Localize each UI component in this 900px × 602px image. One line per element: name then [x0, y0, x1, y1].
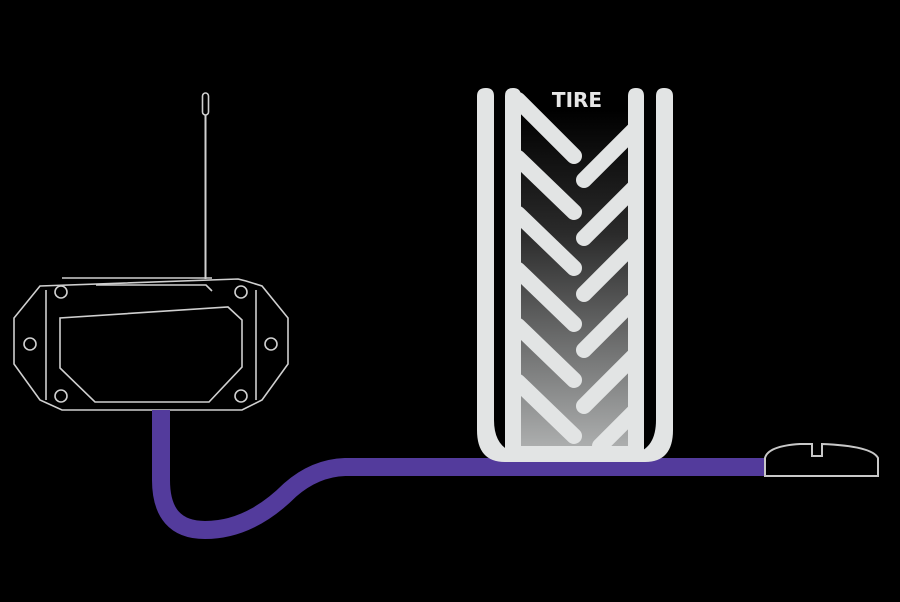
sensor — [764, 442, 879, 477]
cable — [152, 410, 775, 539]
mounting-holes — [23, 285, 278, 403]
tire: TIRE — [477, 88, 673, 462]
transmitter-housing — [13, 277, 289, 411]
wireless-transmitter — [13, 92, 289, 411]
tire-label: TIRE — [552, 88, 602, 112]
antenna-icon — [201, 92, 210, 279]
